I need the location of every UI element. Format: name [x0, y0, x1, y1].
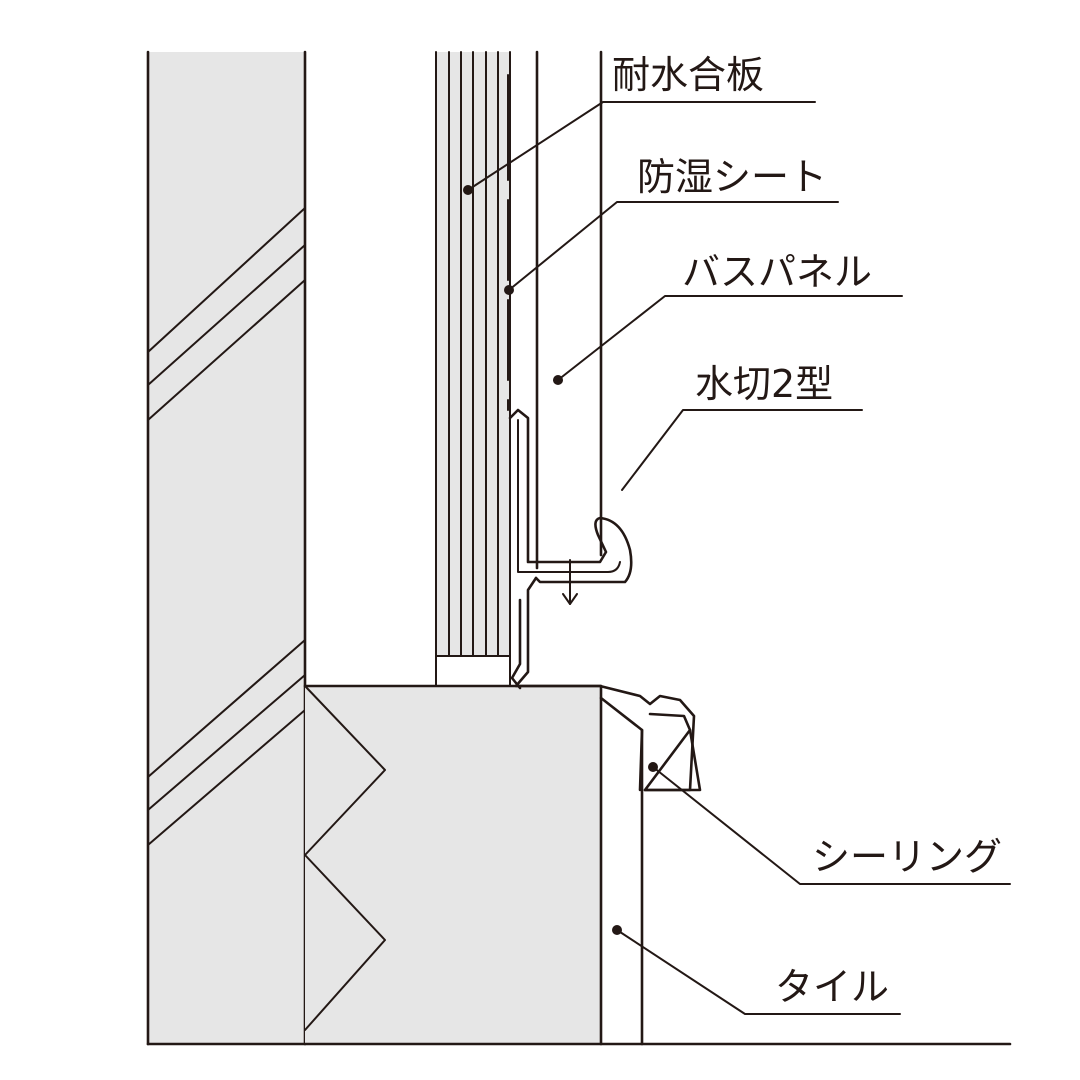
label-plywood: 耐水合板 [612, 53, 764, 97]
label-drip-flashing: 水切2型 [695, 362, 833, 406]
leader-drip-flashing [621, 409, 863, 491]
label-moisture-sheet: 防湿シート [637, 155, 827, 199]
leader-tile [612, 925, 901, 1015]
drip-flashing [508, 408, 696, 792]
leader-moisture-sheet [504, 201, 839, 295]
left-wall [146, 50, 307, 1046]
leader-sealing [648, 762, 1011, 885]
label-tile: タイル [775, 965, 889, 1009]
tile-area [640, 728, 702, 1046]
label-sealing: シーリング [812, 835, 1002, 879]
base-block [303, 684, 603, 1046]
label-bath-panel: バスパネル [682, 250, 872, 294]
bath-panel [535, 50, 603, 570]
plywood-panel [435, 51, 511, 687]
leader-plywood [463, 101, 816, 195]
leader-bath-panel [553, 295, 903, 385]
